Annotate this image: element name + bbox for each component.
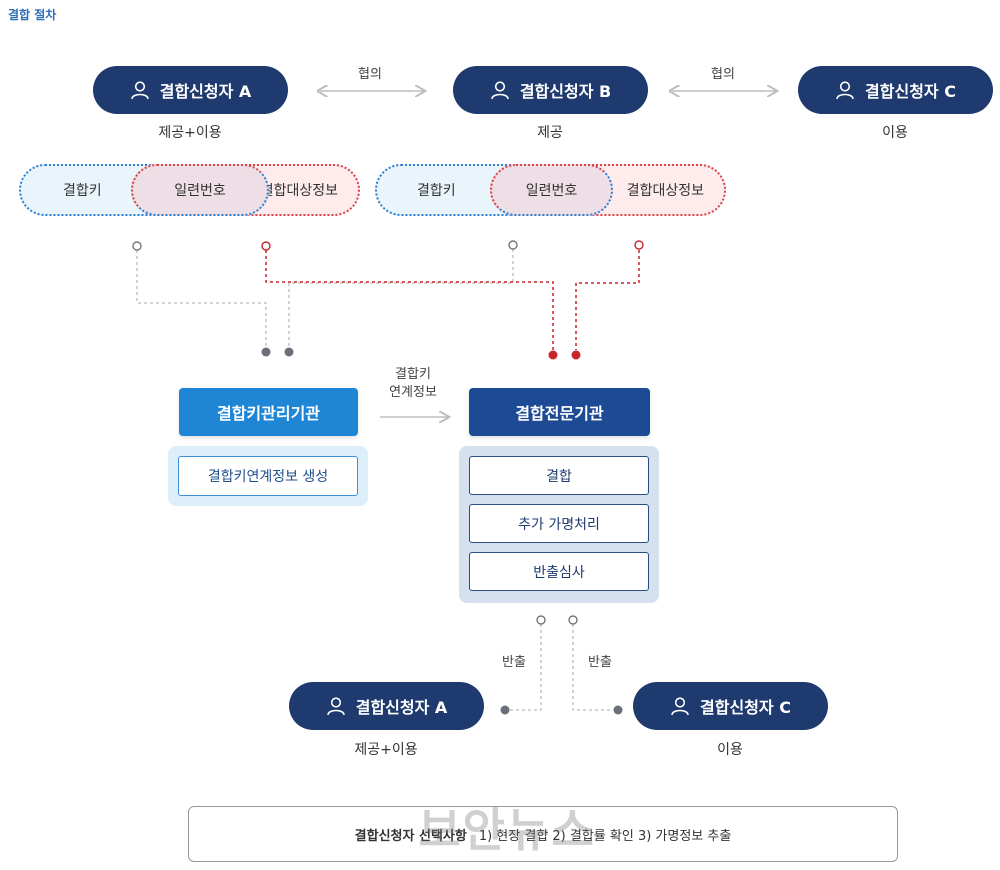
link-info-generation-box[interactable]: 결합키연계정보 생성 <box>178 456 358 496</box>
requester-b-pill[interactable]: 결합신청자 B <box>453 66 648 114</box>
target-connector-b <box>575 250 640 350</box>
requester-name: 결합신청자 A <box>355 698 448 717</box>
key-connector-b <box>288 249 514 346</box>
serial-number-label: 일련번호 <box>174 183 226 199</box>
requester-options-text: 1) 현장 결합 2) 결합률 확인 3) 가명정보 추출 <box>478 828 732 844</box>
combination-key-label: 결합키 <box>63 183 102 199</box>
requester-role: 이용 <box>717 742 743 758</box>
person-icon <box>130 80 150 100</box>
person-icon <box>670 696 690 716</box>
target-info-label: 결합대상정보 <box>626 183 704 199</box>
requester-c-pill[interactable]: 결합신청자 C <box>798 66 993 114</box>
expert-task-label: 추가 가명처리 <box>518 516 600 533</box>
connector-end-dot <box>261 347 271 357</box>
requester-role: 제공+이용 <box>354 742 418 758</box>
requester-a-pill-bottom[interactable]: 결합신청자 A <box>289 682 484 730</box>
export-connector-c <box>572 624 613 711</box>
requester-role: 제공 <box>537 125 563 141</box>
expert-task-label: 반출심사 <box>533 564 585 581</box>
export-connector-a <box>510 624 542 711</box>
key-agency-box[interactable]: 결합키관리기관 <box>179 388 358 436</box>
combination-key-label: 결합키 <box>417 183 456 199</box>
serial-number-label: 일련번호 <box>525 183 578 199</box>
person-icon <box>490 80 510 100</box>
expert-agency-title: 결합전문기관 <box>515 404 604 423</box>
connector-end-dot <box>284 347 294 357</box>
combination-task-box[interactable]: 결합 <box>469 456 649 495</box>
connector-start-dot <box>132 241 142 251</box>
key-agency-task: 결합키연계정보 생성 <box>207 469 329 485</box>
consultation-label: 협의 <box>358 67 382 82</box>
serial-number-segment: 일련번호 <box>490 164 613 216</box>
link-info-label-line: 결합키 <box>395 367 431 382</box>
requester-c-pill-bottom[interactable]: 결합신청자 C <box>633 682 828 730</box>
info-group-a: 결합키 결합대상정보 일련번호 <box>19 164 360 216</box>
person-icon <box>326 696 346 716</box>
requester-name: 결합신청자 A <box>159 82 252 101</box>
connector-end-dot <box>500 705 510 715</box>
link-info-label: 결합키 연계정보 <box>378 366 448 402</box>
connector-start-dot <box>568 615 578 625</box>
serial-number-segment: 일련번호 <box>131 164 269 216</box>
requester-options-label: 결합신청자 선택사항 <box>354 828 467 844</box>
expert-task-label: 결합 <box>546 468 572 485</box>
info-group-b: 결합키 결합대상정보 일련번호 <box>375 164 726 216</box>
requester-role: 이용 <box>882 125 908 141</box>
requester-role: 제공+이용 <box>158 125 222 141</box>
export-label: 반출 <box>502 655 526 670</box>
watermark-logo: 보안뉴스 <box>418 803 596 857</box>
requester-name: 결합신청자 C <box>865 82 956 101</box>
additional-pseudonymization-box[interactable]: 추가 가명처리 <box>469 504 649 543</box>
export-label: 반출 <box>588 655 612 670</box>
target-info-label: 결합대상정보 <box>260 183 338 199</box>
link-info-label-line: 연계정보 <box>389 385 437 400</box>
connector-end-dot <box>613 705 623 715</box>
connector-start-dot <box>536 615 546 625</box>
requester-a-pill[interactable]: 결합신청자 A <box>93 66 288 114</box>
requester-options-box: 결합신청자 선택사항 1) 현장 결합 2) 결합률 확인 3) 가명정보 추출 <box>188 806 898 862</box>
target-connector-a <box>265 250 554 350</box>
expert-agency-box[interactable]: 결합전문기관 <box>469 388 650 436</box>
requester-name: 결합신청자 B <box>519 82 612 101</box>
connector-start-dot <box>508 240 518 250</box>
connector-end-dot <box>548 350 558 360</box>
consultation-label: 협의 <box>711 67 735 82</box>
requester-name: 결합신청자 C <box>700 698 791 717</box>
person-icon <box>835 80 855 100</box>
key-agency-title: 결합키관리기관 <box>216 404 321 423</box>
page-title: 결합 절차 <box>8 8 57 22</box>
connector-start-dot <box>634 240 644 250</box>
connector-end-dot <box>571 350 581 360</box>
key-connector-a <box>136 250 267 346</box>
connector-start-dot <box>261 241 271 251</box>
export-review-box[interactable]: 반출심사 <box>469 552 649 591</box>
